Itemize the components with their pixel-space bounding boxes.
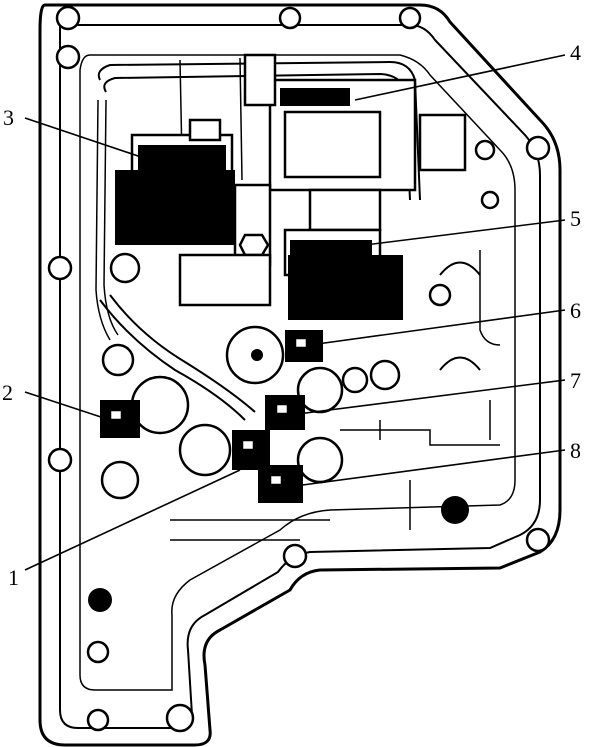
wiring-harness (95, 57, 421, 421)
center-valve-block (178, 113, 467, 307)
callout-8: 8 (570, 438, 581, 463)
solenoid-5 (283, 228, 403, 320)
solenoid-4 (243, 53, 417, 192)
callout-5: 5 (570, 206, 581, 231)
solenoid-3 (115, 118, 235, 245)
callout-4: 4 (570, 40, 581, 65)
leader-lines (24, 54, 566, 571)
callout-6: 6 (570, 298, 581, 323)
solenoid-8 (258, 436, 344, 503)
valve-body-details (100, 250, 501, 541)
callout-2: 2 (2, 380, 13, 405)
solenoid-2 (100, 375, 190, 438)
leader-7 (289, 379, 566, 416)
callout-7: 7 (570, 368, 581, 393)
callout-3: 3 (3, 105, 14, 130)
mounting-holes (47, 5, 551, 733)
leader-4 (354, 54, 566, 101)
leader-8 (279, 449, 566, 489)
solenoid-6 (225, 325, 323, 385)
leader-5 (364, 219, 566, 246)
leader-1 (24, 469, 241, 571)
solenoid-7 (265, 366, 344, 430)
leader-6 (309, 309, 566, 346)
callout-1: 1 (8, 565, 19, 590)
leader-3 (24, 117, 151, 161)
solenoid-1 (178, 423, 270, 477)
callout-labels: 1 2 3 4 5 6 7 8 (2, 40, 581, 590)
leader-2 (24, 391, 111, 421)
